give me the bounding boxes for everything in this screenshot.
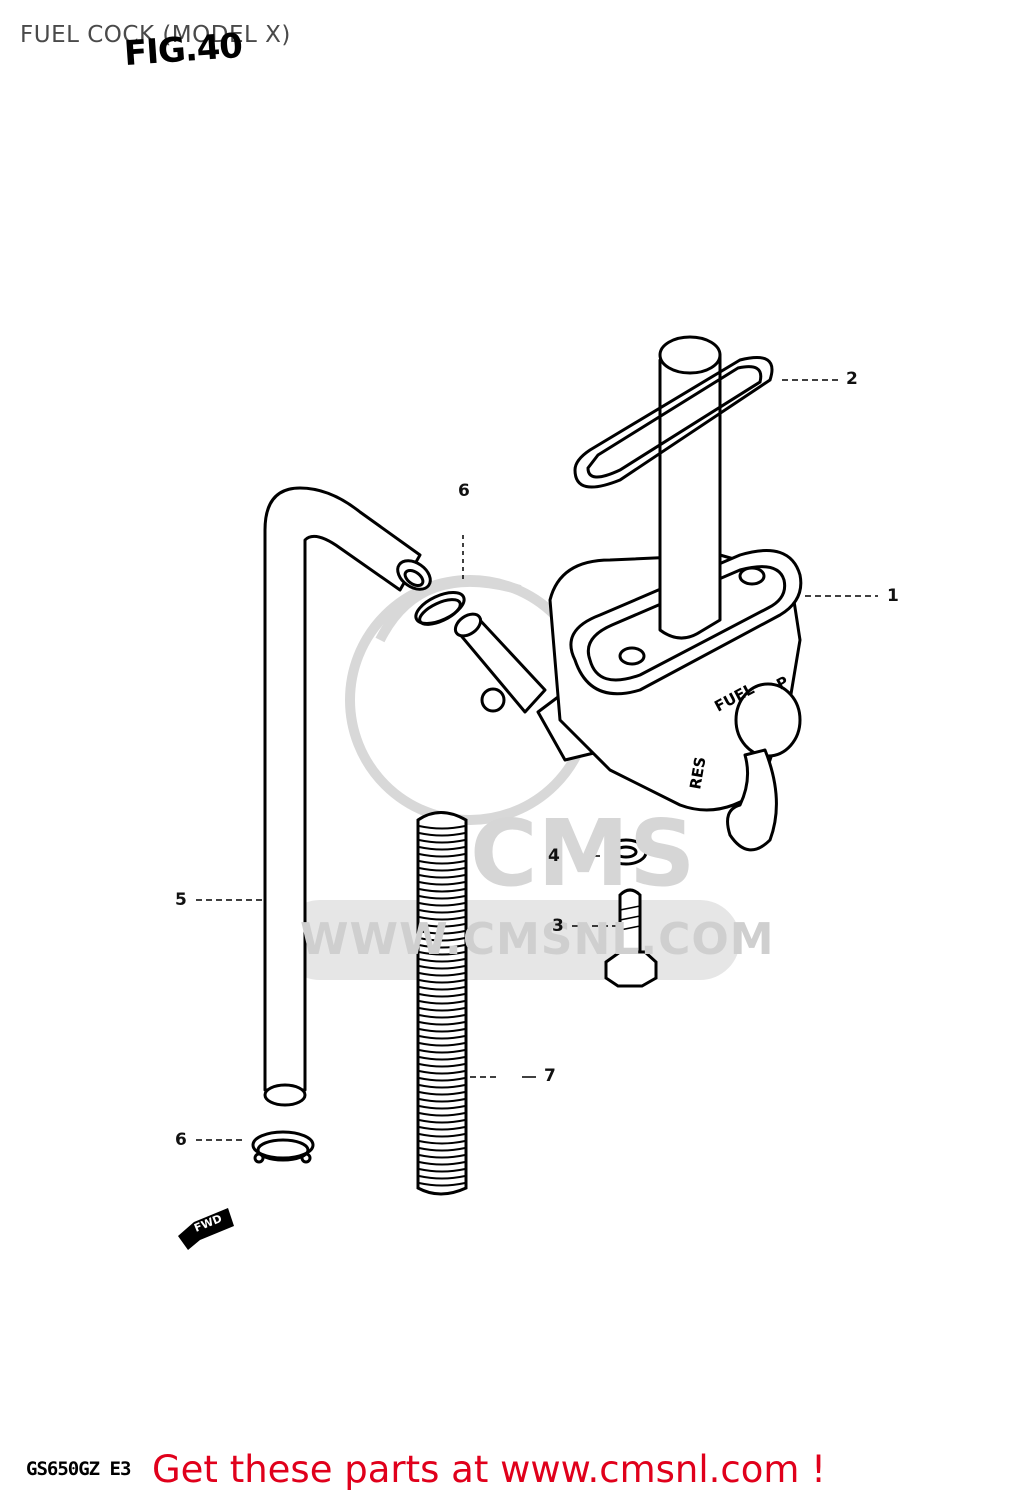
callout-2: 2 — [846, 369, 858, 389]
strainer-mesh-ring — [418, 1147, 466, 1152]
strainer-mesh-ring — [418, 867, 466, 872]
strainer-mesh-ring — [418, 1168, 466, 1173]
strainer-mesh-ring — [418, 993, 466, 998]
callout-5: 5 — [175, 890, 187, 910]
strainer-mesh-ring — [418, 1063, 466, 1068]
strainer-mesh-ring — [418, 1077, 466, 1082]
strainer-mesh-ring — [418, 1084, 466, 1089]
valve-label-res: RES — [686, 755, 709, 790]
strainer-mesh-ring — [418, 874, 466, 879]
strainer-mesh-ring — [418, 1091, 466, 1096]
strainer-mesh-ring — [418, 881, 466, 886]
strainer-mesh-ring — [418, 832, 466, 837]
callout-6-top: 6 — [458, 481, 470, 501]
strainer-mesh-ring — [418, 979, 466, 984]
washer-part — [604, 838, 648, 866]
strainer-mesh-ring — [418, 1014, 466, 1019]
figure-number: FIG.40 — [122, 25, 244, 75]
strainer-mesh-ring — [418, 909, 466, 914]
strainer-mesh-ring — [418, 937, 466, 942]
forward-arrow: FWD — [178, 1208, 234, 1250]
strainer-mesh-ring — [418, 951, 466, 956]
strainer-mesh-ring — [418, 986, 466, 991]
strainer-mesh-ring — [418, 1161, 466, 1166]
callout-6-bottom: 6 — [175, 1130, 187, 1150]
strainer-mesh-ring — [418, 1098, 466, 1103]
callout-4: 4 — [548, 846, 560, 866]
strainer-mesh-ring — [418, 972, 466, 977]
strainer-mesh-ring — [418, 895, 466, 900]
strainer-mesh-ring — [418, 853, 466, 858]
strainer-mesh-ring — [418, 1028, 466, 1033]
strainer-mesh-ring — [418, 1182, 466, 1187]
page-title: FUEL COCK (MODEL X) — [20, 22, 291, 48]
strainer-mesh-ring — [418, 1042, 466, 1047]
strainer-mesh-ring — [418, 846, 466, 851]
strainer-mesh-ring — [418, 1056, 466, 1061]
watermark-url: WWW.CMSNL.COM — [300, 914, 775, 965]
strainer-mesh-ring — [418, 1175, 466, 1180]
fuel-hose-part — [263, 486, 432, 1107]
cta-link[interactable]: Get these parts at www.cmsnl.com ! — [152, 1448, 827, 1491]
fuel-cock-part — [453, 335, 803, 852]
strainer-mesh-ring — [418, 1105, 466, 1110]
strainer-mesh-ring — [418, 860, 466, 865]
strainer-mesh-ring — [418, 916, 466, 921]
strainer-mesh-ring — [418, 1000, 466, 1005]
hose-clamp-bottom-part — [251, 1130, 315, 1164]
hose-clamp-top-part — [414, 535, 466, 626]
strainer-mesh-ring — [418, 839, 466, 844]
strainer-mesh-ring — [418, 888, 466, 893]
watermark-brand: CMS — [470, 800, 696, 907]
strainer-part — [416, 811, 468, 1196]
callout-7: 7 — [544, 1066, 556, 1086]
strainer-mesh-ring — [418, 930, 466, 935]
strainer-mesh-ring — [418, 1140, 466, 1145]
strainer-mesh-ring — [418, 944, 466, 949]
strainer-mesh-ring — [418, 923, 466, 928]
strainer-mesh-ring — [418, 825, 466, 830]
gasket-part — [573, 356, 774, 489]
strainer-mesh-ring — [418, 1133, 466, 1138]
strainer-mesh-ring — [418, 902, 466, 907]
strainer-mesh-ring — [418, 1035, 466, 1040]
strainer-mesh-ring — [418, 1119, 466, 1124]
strainer-mesh-ring — [418, 1007, 466, 1012]
strainer-mesh-ring — [418, 958, 466, 963]
strainer-mesh-ring — [418, 1112, 466, 1117]
model-code: GS650GZ E3 — [26, 1458, 131, 1480]
strainer-mesh-ring — [418, 1049, 466, 1054]
strainer-mesh-ring — [418, 1126, 466, 1131]
strainer-mesh-ring — [418, 1070, 466, 1075]
callout-1: 1 — [887, 586, 899, 606]
strainer-mesh-ring — [418, 965, 466, 970]
bolt-part — [604, 888, 658, 988]
leader-lines — [196, 379, 878, 1141]
callout-3: 3 — [552, 916, 564, 936]
strainer-mesh-ring — [418, 1154, 466, 1159]
strainer-mesh-ring — [418, 1021, 466, 1026]
